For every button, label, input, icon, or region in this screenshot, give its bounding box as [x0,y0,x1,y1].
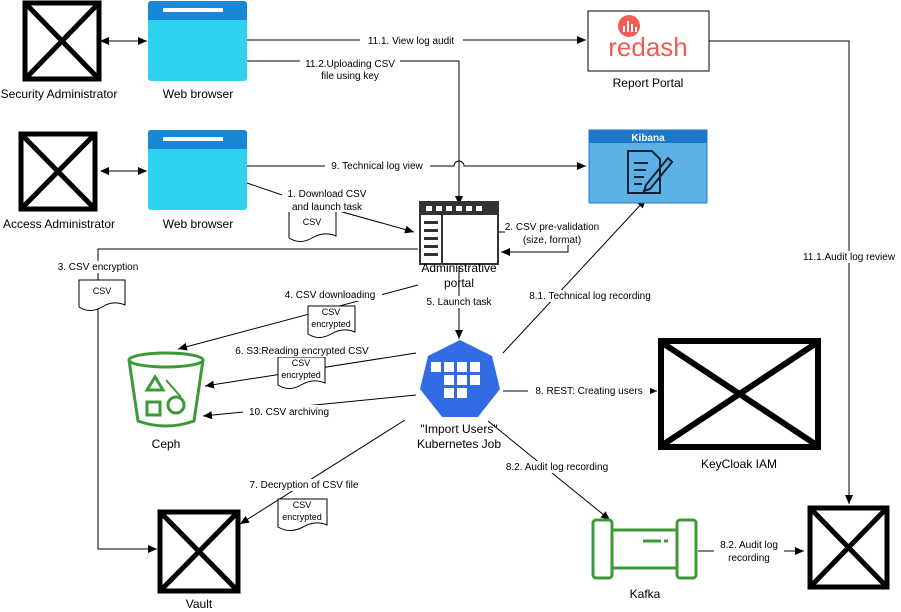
ceph-bucket-icon [127,351,205,428]
kibana-label: Kibana [631,133,665,144]
keycloak-image [658,338,821,450]
doc-csv-encrypted-4: CSV encrypted [307,305,356,338]
web-browser-2-icon [148,130,247,210]
label-audit-log-recording: 8.2. Audit log recording [506,462,608,473]
label-view-log-audit: 11.1. View log audit [368,36,455,47]
doc-csv-1-label: CSV [303,217,322,227]
label-kafka-audit-line1: 8.2. Audit log [720,540,778,551]
label-csv-archiving: 10. CSV archiving [249,407,329,418]
web-browser-2-label: Web browser [163,217,233,231]
label-decryption: 7. Decryption of CSV file [250,480,359,491]
redash-logo: redash [587,10,710,72]
label-download-csv-line1: 1. Download CSV [288,189,367,200]
security-admin-label: Security Administrator [1,87,118,101]
edge-labels: 11.1. View log audit 11.2.Uploading CSV … [55,34,901,564]
label-launch-task: 5. Launch task [426,297,492,308]
label-kafka-audit-line2: recording [728,553,770,564]
doc-csv-3: CSV [78,279,126,311]
doc-csv-1: CSV [288,210,337,242]
label-technical-log-view: 9. Technical log view [331,161,423,172]
kubernetes-job-icon [420,340,500,417]
kafka-pipe-icon [591,518,698,580]
kibana-icon: Kibana [588,129,708,204]
edge-decryption [239,419,406,525]
doc-csv-encrypted-6: CSV encrypted [277,356,326,389]
ceph-label: Ceph [152,437,181,451]
label-technical-log-recording: 8.1. Technical log recording [529,291,651,302]
vault-label: Vault [186,597,213,611]
access-admin-image [18,131,98,212]
label-pre-validation-line2: (size, format) [523,235,581,246]
label-uploading-csv-line2: file using key [321,71,379,82]
edge-csv-encryption [97,248,418,553]
keycloak-label: KeyCloak IAM [701,457,777,471]
doc-csv-encrypted-7: CSV encrypted [277,498,328,531]
doc-csv-encrypted-6-l1: CSV [292,358,311,368]
label-pre-validation-line1: 2. CSV pre-validation [505,222,600,233]
label-rest-creating-users: 8. REST: Creating users [535,386,642,397]
doc-csv-encrypted-4-l1: CSV [322,307,341,317]
doc-csv-3-label: CSV [93,286,112,296]
doc-csv-encrypted-7-l1: CSV [293,500,312,510]
vault-image [157,509,241,594]
edges [97,36,853,555]
security-admin-image [22,0,102,82]
kubernetes-job-label-line1: "Import Users" [420,422,497,436]
kubernetes-job-label-line2: Kubernetes Job [417,437,501,451]
admin-portal-label-line2: portal [444,276,474,290]
label-audit-log-review: 11.1.Audit log review [803,252,896,263]
label-csv-downloading: 4. CSV downloading [285,290,376,301]
web-browser-1-label: Web browser [163,87,233,101]
edge-audit-log-review [709,40,853,504]
edge-technical-log-view [247,160,586,170]
doc-csv-encrypted-7-l2: encrypted [282,512,322,522]
label-download-csv-line2: and launch task [292,202,363,213]
label-s3-reading: 6. S3:Reading encrypted CSV [235,346,369,357]
doc-csv-encrypted-4-l2: encrypted [311,319,351,329]
redash-wordmark: redash [608,32,688,62]
admin-portal-icon [419,201,499,265]
audit-target-image [807,505,890,590]
web-browser-1-icon [148,1,247,81]
label-csv-encryption: 3. CSV encryption [58,262,139,273]
admin-portal-label-line1: Administrative [421,261,497,275]
kafka-label: Kafka [630,587,661,601]
edge-uploading-csv [247,60,463,205]
edge-technical-log-recording [502,198,647,354]
report-portal-label: Report Portal [613,76,684,90]
label-uploading-csv-line1: 11.2.Uploading CSV [305,59,395,70]
access-admin-label: Access Administrator [3,217,115,231]
doc-csv-encrypted-6-l2: encrypted [281,370,321,380]
